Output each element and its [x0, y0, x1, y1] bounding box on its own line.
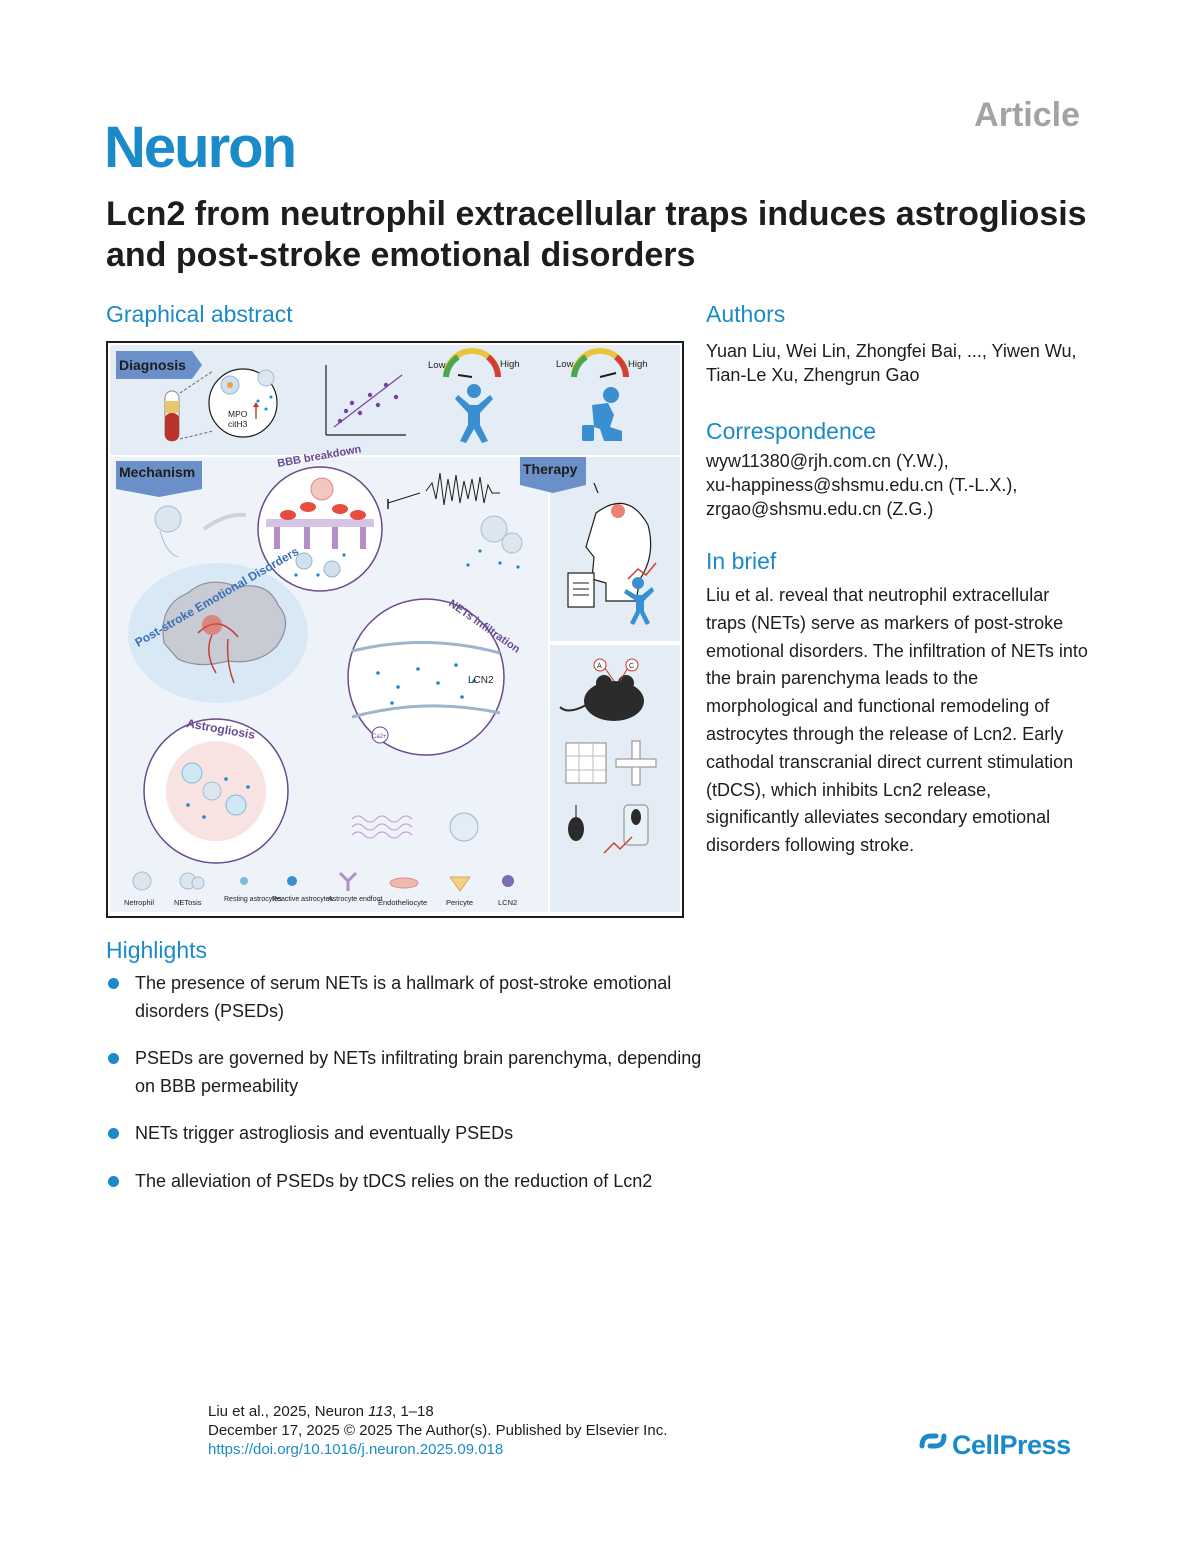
- citation-footer: Liu et al., 2025, Neuron 113, 1–18 Decem…: [208, 1402, 808, 1459]
- in-brief-heading: In brief: [706, 548, 777, 574]
- author-list: Yuan Liu, Wei Lin, Zhongfei Bai, ..., Yi…: [706, 341, 1077, 385]
- gauge-low-icon: [443, 348, 501, 378]
- cellpress-mark-icon: [918, 1428, 948, 1461]
- highlights-list: The presence of serum NETs is a hallmark…: [106, 970, 706, 1215]
- in-brief-text: Liu et al. reveal that neutrophil extrac…: [706, 585, 1088, 856]
- head-tdcs-icon: [585, 482, 652, 602]
- astrogliosis-circle: [143, 718, 289, 864]
- legend-resting-astrocytes: Resting astrocytes: [224, 896, 282, 903]
- date-copyright-line: December 17, 2025 © 2025 The Author(s). …: [208, 1422, 668, 1439]
- elevated-plus-maze-icon: [615, 740, 657, 786]
- highlight-item: PSEDs are governed by NETs infiltrating …: [106, 1045, 706, 1100]
- calcium-label: Ca2+: [372, 734, 387, 740]
- legend-astrocyte-endfoot: Astrocyte endfoot: [328, 896, 383, 903]
- citation-volume: 113: [368, 1403, 393, 1420]
- highlight-item: NETs trigger astrogliosis and eventually…: [106, 1120, 706, 1148]
- neutrophil-magnified-circle: [208, 368, 278, 438]
- cellpress-logo[interactable]: CellPress: [918, 1428, 1071, 1461]
- sad-person-icon: [582, 387, 622, 441]
- legend-pericyte: Pericyte: [446, 898, 473, 907]
- diagnosis-label: Diagnosis: [119, 357, 186, 373]
- journal-logo[interactable]: Neuron: [104, 115, 297, 180]
- legend-netrophil: Netrophil: [124, 898, 154, 907]
- legend-reactive-astrocytes: Reactive astrocytes: [272, 896, 334, 903]
- blood-tube-icon: [164, 390, 180, 442]
- trend-up-arrow-icon: [627, 562, 657, 580]
- gauge2-high-label: High: [628, 359, 648, 370]
- therapy-label: Therapy: [523, 461, 578, 477]
- legend-icons: [132, 871, 514, 892]
- correlation-plot-icon: [325, 365, 406, 436]
- gauge2-low-label: Low: [556, 359, 574, 370]
- correspondence-email[interactable]: wyw11380@rjh.com.cn (Y.W.),: [706, 451, 949, 471]
- recovery-person-icon: [624, 577, 654, 625]
- bullet-icon: [108, 1128, 119, 1139]
- highlight-item: The alleviation of PSEDs by tDCS relies …: [106, 1168, 706, 1196]
- signal-waves-icon: [351, 812, 479, 842]
- clipboard-icon: [567, 572, 595, 608]
- tail-suspension-icon: [568, 805, 584, 841]
- graphical-abstract-heading: Graphical abstract: [106, 301, 293, 327]
- marker-cith3: citH3: [228, 419, 248, 429]
- gauge1-high-label: High: [500, 359, 520, 370]
- correspondence-email[interactable]: xu-happiness@shsmu.edu.cn (T.-L.X.),: [706, 475, 1018, 495]
- happy-person-icon: [455, 384, 493, 443]
- electrode-c-label: C: [629, 663, 634, 670]
- legend-lcn2: LCN2: [498, 898, 517, 907]
- legend-netosis: NETosis: [174, 898, 202, 907]
- nets-cluster-icon: [466, 515, 523, 569]
- authors-heading: Authors: [706, 301, 786, 327]
- therapy-tab: [520, 457, 586, 493]
- mechanism-label: Mechanism: [119, 464, 195, 480]
- marker-mpo: MPO: [228, 409, 248, 419]
- bullet-icon: [108, 1053, 119, 1064]
- correspondence-list: wyw11380@rjh.com.cn (Y.W.), xu-happiness…: [706, 449, 1086, 521]
- graphical-abstract-figure: Diagnosis Mechanism Therapy MPO citH3: [106, 341, 684, 918]
- trend-up-arrow-icon: [603, 836, 633, 854]
- correspondence-heading: Correspondence: [706, 418, 877, 444]
- lcn2-label: LCN2: [468, 675, 494, 686]
- article-type-label: Article: [974, 96, 1080, 134]
- bullet-icon: [108, 978, 119, 989]
- open-field-icon: [565, 742, 607, 784]
- paper-title: Lcn2 from neutrophil extracellular traps…: [106, 195, 1087, 274]
- diagnosis-tab: [116, 351, 202, 379]
- forced-swim-icon: [623, 804, 649, 846]
- mechanism-tab: [116, 461, 202, 497]
- bbb-breakdown-circle: [257, 466, 383, 592]
- highlight-item: The presence of serum NETs is a hallmark…: [106, 970, 706, 1025]
- citation-line: Liu et al., 2025, Neuron 113, 1–18: [208, 1403, 434, 1420]
- nets-infiltration-circle: [347, 598, 505, 756]
- bullet-icon: [108, 1175, 119, 1187]
- electrode-a-label: A: [597, 663, 602, 670]
- highlights-heading: Highlights: [106, 937, 207, 963]
- brain-illustration: [128, 563, 308, 703]
- gauge1-low-label: Low: [428, 360, 446, 371]
- eeg-waveform-icon: [387, 472, 500, 509]
- neutrophil-icon: [154, 505, 182, 558]
- correspondence-email[interactable]: zrgao@shsmu.edu.cn (Z.G.): [706, 499, 934, 519]
- doi-link[interactable]: https://doi.org/10.1016/j.neuron.2025.09…: [208, 1441, 504, 1458]
- legend-endotheliocyte: Endotheliocyte: [378, 898, 427, 907]
- gauge-high-icon: [571, 348, 629, 378]
- mouse-tdcs-icon: [559, 660, 644, 721]
